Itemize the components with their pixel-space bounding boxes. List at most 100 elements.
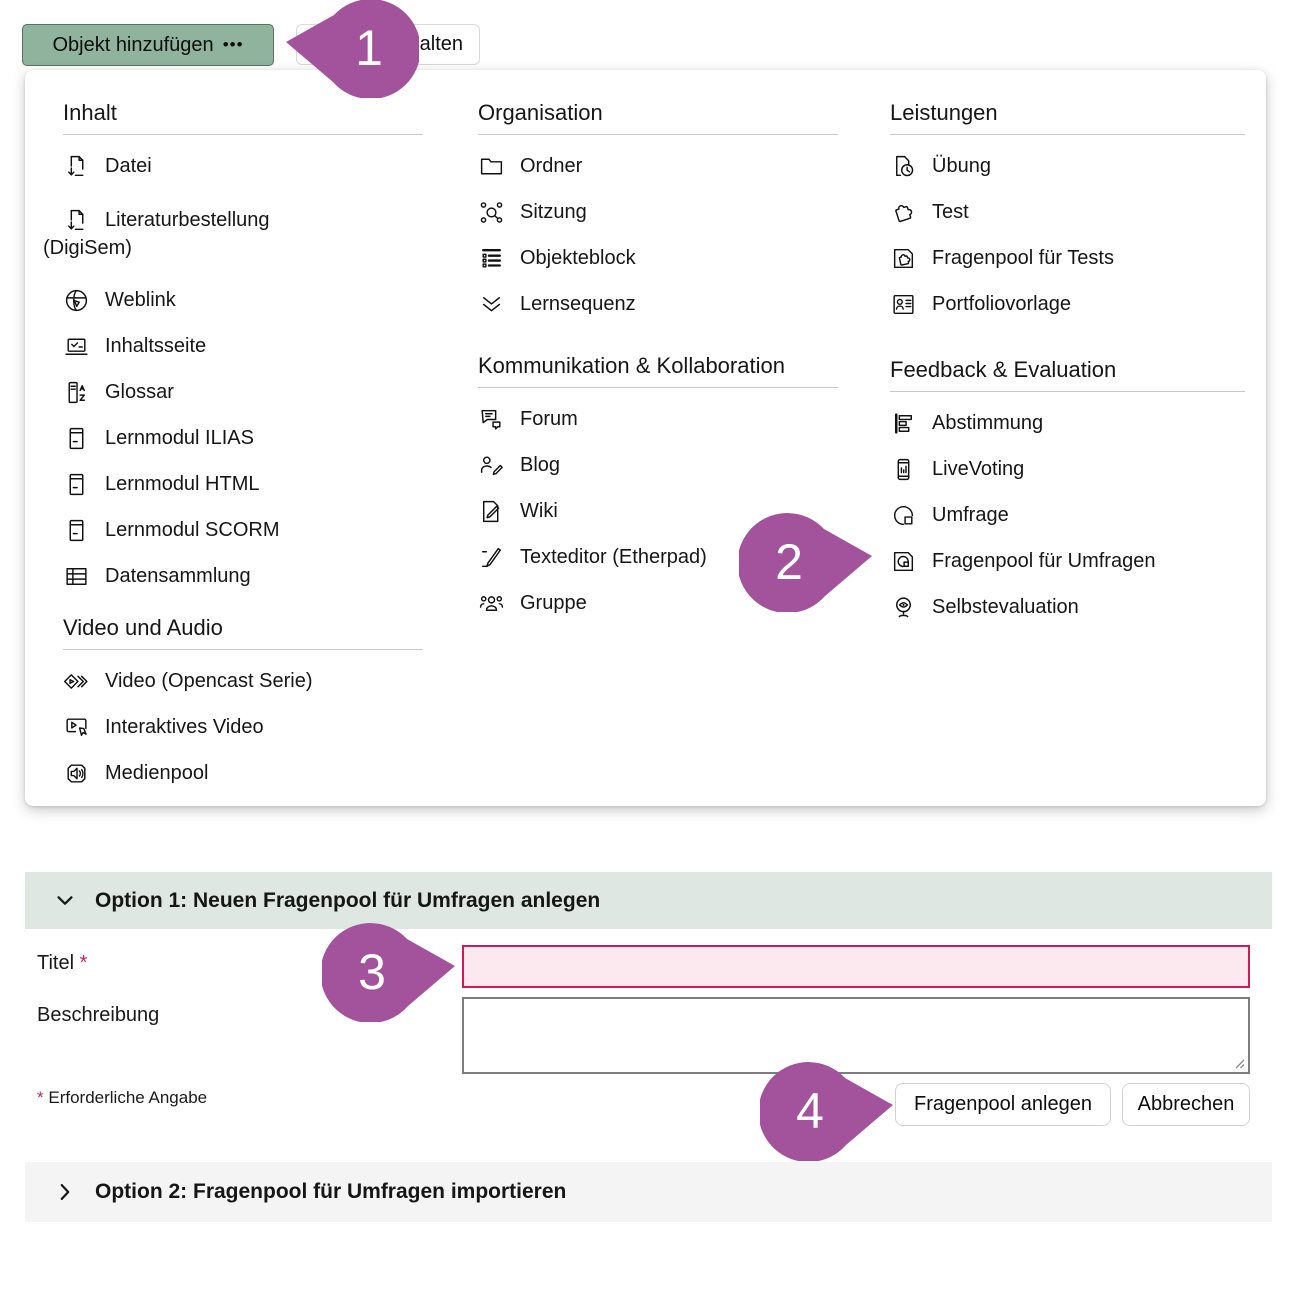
- chevron-right-icon: [60, 1183, 70, 1201]
- section-title-feedback: Feedback & Evaluation: [890, 357, 1245, 392]
- menu-item-portfoliovorlage[interactable]: Portfoliovorlage: [890, 281, 1245, 327]
- menu-item-label: Weblink: [105, 288, 176, 311]
- menu-item-label: Lernmodul ILIAS: [105, 426, 254, 449]
- menu-item-datei[interactable]: Datei: [63, 143, 423, 189]
- partial-button-label: alten: [419, 33, 463, 55]
- option1-accordion-header[interactable]: Option 1: Neuen Fragenpool für Umfragen …: [25, 872, 1272, 929]
- poll-bars-icon: [890, 410, 917, 437]
- menu-item-video-opencast[interactable]: Video (Opencast Serie): [63, 658, 423, 704]
- menu-item-label: Umfrage: [932, 503, 1009, 526]
- menu-item-datensammlung[interactable]: Datensammlung: [63, 553, 423, 599]
- create-button-label: Fragenpool anlegen: [914, 1093, 1092, 1115]
- callout-teardrop-icon: [760, 1062, 893, 1161]
- create-question-pool-button[interactable]: Fragenpool anlegen: [895, 1083, 1111, 1126]
- dropdown-column-inhalt: Inhalt Datei Literaturbestellung (DigiSe…: [43, 100, 423, 796]
- add-object-button[interactable]: Objekt hinzufügen •••: [22, 24, 274, 66]
- menu-item-label-line2: (DigiSem): [43, 236, 132, 259]
- menu-item-fragenpool-tests[interactable]: Fragenpool für Tests: [890, 235, 1245, 281]
- callout-number: 4: [796, 1083, 824, 1139]
- menu-item-label: Video (Opencast Serie): [105, 669, 313, 692]
- dropdown-column-leistungen: Leistungen Übung Test Fragenpool für Tes…: [890, 100, 1245, 630]
- survey-icon: [890, 502, 917, 529]
- menu-item-blog[interactable]: Blog: [478, 442, 838, 488]
- menu-item-lernmodul-html[interactable]: Lernmodul HTML: [63, 461, 423, 507]
- menu-item-glossar[interactable]: Glossar: [63, 369, 423, 415]
- section-title-organisation: Organisation: [478, 100, 838, 135]
- menu-item-sitzung[interactable]: Sitzung: [478, 189, 838, 235]
- menu-item-label: Gruppe: [520, 591, 587, 614]
- menu-item-label: Fragenpool für Tests: [932, 246, 1114, 269]
- description-textarea[interactable]: [462, 997, 1250, 1074]
- menu-item-label: Lernmodul SCORM: [105, 518, 280, 541]
- menu-item-label: Datensammlung: [105, 564, 251, 587]
- dropdown-column-organisation: Organisation Ordner Sitzung Objekteblock…: [478, 100, 838, 626]
- menu-item-uebung[interactable]: Übung: [890, 143, 1245, 189]
- menu-item-forum[interactable]: Forum: [478, 396, 838, 442]
- glossary-icon: [63, 379, 90, 406]
- menu-item-inhaltsseite[interactable]: Inhaltsseite: [63, 323, 423, 369]
- chevron-down-icon: [57, 895, 73, 905]
- option2-accordion-header[interactable]: Option 2: Fragenpool für Umfragen import…: [25, 1162, 1272, 1222]
- callout-number: 3: [358, 944, 386, 1000]
- content-page-icon: [63, 333, 90, 360]
- menu-item-weblink[interactable]: Weblink: [63, 277, 423, 323]
- menu-item-texteditor[interactable]: Texteditor (Etherpad): [478, 534, 838, 580]
- question-pool-test-icon: [890, 245, 917, 272]
- menu-item-label: Lernsequenz: [520, 292, 636, 315]
- menu-item-label: Lernmodul HTML: [105, 472, 260, 495]
- learning-module-icon: [63, 517, 90, 544]
- menu-item-ordner[interactable]: Ordner: [478, 143, 838, 189]
- menu-item-selbstevaluation[interactable]: Selbstevaluation: [890, 584, 1245, 630]
- question-pool-survey-icon: [890, 548, 917, 575]
- menu-item-lernsequenz[interactable]: Lernsequenz: [478, 281, 838, 327]
- menu-item-test[interactable]: Test: [890, 189, 1245, 235]
- forum-icon: [478, 406, 505, 433]
- menu-item-gruppe[interactable]: Gruppe: [478, 580, 838, 626]
- menu-item-literaturbestellung[interactable]: Literaturbestellung (DigiSem): [43, 189, 423, 277]
- menu-item-label: Fragenpool für Umfragen: [932, 549, 1156, 572]
- wiki-icon: [478, 498, 505, 525]
- interactive-video-icon: [63, 714, 90, 741]
- menu-item-medienpool[interactable]: Medienpool: [63, 750, 423, 796]
- learning-module-icon: [63, 425, 90, 452]
- menu-item-label: Übung: [932, 154, 991, 177]
- live-voting-icon: [890, 456, 917, 483]
- add-object-button-label: Objekt hinzufügen: [52, 33, 214, 56]
- menu-item-label: Portfoliovorlage: [932, 292, 1071, 315]
- media-pool-icon: [63, 760, 90, 787]
- section-title-leistungen: Leistungen: [890, 100, 1245, 135]
- menu-item-label: Wiki: [520, 499, 558, 522]
- menu-item-fragenpool-umfragen[interactable]: Fragenpool für Umfragen: [890, 538, 1245, 584]
- menu-item-objekteblock[interactable]: Objekteblock: [478, 235, 838, 281]
- menu-item-livevoting[interactable]: LiveVoting: [890, 446, 1245, 492]
- menu-item-interaktives-video[interactable]: Interaktives Video: [63, 704, 423, 750]
- menu-item-label: Forum: [520, 407, 578, 430]
- menu-item-label: Test: [932, 200, 969, 223]
- folder-icon: [478, 153, 505, 180]
- learning-sequence-icon: [478, 291, 505, 318]
- partially-hidden-toolbar-button[interactable]: alten: [296, 24, 480, 65]
- file-download-icon: [63, 153, 90, 180]
- menu-item-wiki[interactable]: Wiki: [478, 488, 838, 534]
- menu-item-lernmodul-ilias[interactable]: Lernmodul ILIAS: [63, 415, 423, 461]
- file-download-icon: [63, 207, 90, 234]
- menu-item-label: Medienpool: [105, 761, 209, 784]
- cancel-button[interactable]: Abbrechen: [1122, 1083, 1250, 1126]
- menu-item-umfrage[interactable]: Umfrage: [890, 492, 1245, 538]
- title-input[interactable]: [462, 945, 1250, 988]
- item-block-icon: [478, 245, 505, 272]
- description-field-label: Beschreibung: [37, 1004, 160, 1026]
- portfolio-template-icon: [890, 291, 917, 318]
- menu-item-label: Literaturbestellung: [105, 208, 270, 231]
- menu-item-label: Datei: [105, 154, 152, 177]
- exercise-icon: [890, 153, 917, 180]
- menu-item-abstimmung[interactable]: Abstimmung: [890, 400, 1245, 446]
- menu-item-lernmodul-scorm[interactable]: Lernmodul SCORM: [63, 507, 423, 553]
- section-title-inhalt: Inhalt: [63, 100, 423, 135]
- etherpad-icon: [478, 544, 505, 571]
- group-icon: [478, 590, 505, 617]
- blog-icon: [478, 452, 505, 479]
- title-field-label: Titel *: [37, 952, 88, 974]
- session-icon: [478, 199, 505, 226]
- menu-item-label: Selbstevaluation: [932, 595, 1079, 618]
